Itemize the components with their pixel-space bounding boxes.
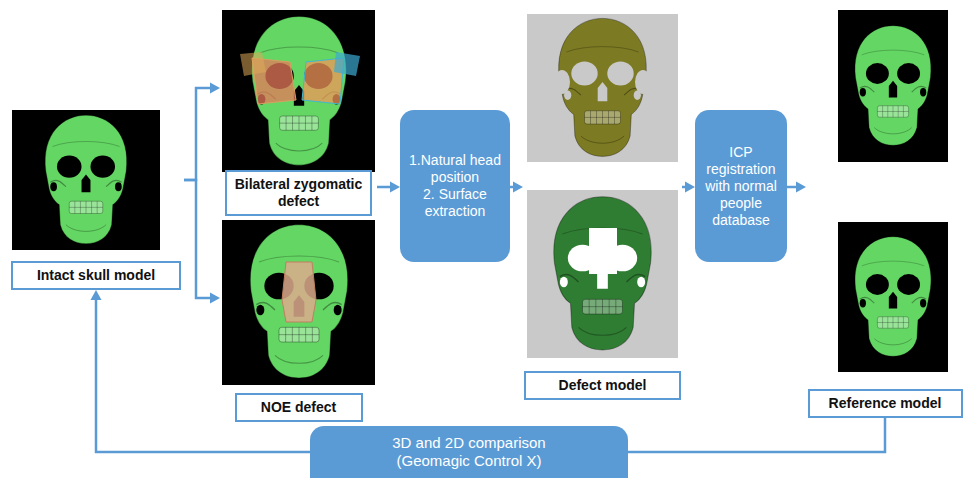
skull-image bbox=[855, 237, 931, 357]
label-box: Reference model bbox=[808, 389, 963, 418]
connector-line bbox=[377, 186, 390, 189]
skull-image bbox=[252, 17, 346, 166]
flow-arrow bbox=[377, 182, 400, 193]
skull-image bbox=[559, 18, 647, 156]
process-box: 3D and 2D comparison(Geomagic Control X) bbox=[310, 426, 628, 478]
label-box: Bilateral zygomatic defect bbox=[225, 170, 372, 216]
image-ground bbox=[222, 10, 375, 172]
skull-image bbox=[855, 26, 931, 146]
image-ground bbox=[222, 220, 375, 385]
caption-label: Defect model bbox=[532, 377, 673, 394]
caption-label: Reference model bbox=[816, 395, 955, 412]
skull-image bbox=[250, 225, 347, 378]
defect-overlay bbox=[282, 262, 316, 322]
image-panel: Bilateral zygomatic defect bbox=[220, 8, 377, 216]
process-box: ICP registration with normal people data… bbox=[695, 110, 787, 262]
process-box: 1.Natural head position2. Surface extrac… bbox=[400, 110, 510, 262]
arrow-head bbox=[685, 182, 695, 193]
flow-arrow bbox=[682, 182, 695, 193]
connector-line bbox=[510, 186, 513, 189]
label-box: Intact skull model bbox=[11, 261, 181, 290]
defect-hole bbox=[589, 228, 617, 274]
image-ground bbox=[12, 110, 160, 250]
image-panel: Reference model bbox=[806, 8, 964, 418]
step-text: 3D and 2D comparison bbox=[392, 434, 545, 452]
step-text: (Geomagic Control X) bbox=[396, 452, 541, 470]
connector-line bbox=[96, 300, 310, 452]
defect-hole bbox=[554, 70, 570, 94]
skull-image bbox=[45, 115, 127, 243]
flow-arrow bbox=[510, 182, 523, 193]
flow-arrow bbox=[628, 418, 885, 452]
image-panel: NOE defect bbox=[220, 218, 377, 422]
arrow-head bbox=[210, 293, 220, 304]
step-text: 2. Surface extraction bbox=[405, 186, 505, 220]
image-panel: Intact skull model bbox=[8, 108, 184, 290]
defect-overlay bbox=[240, 52, 266, 76]
label-box: Defect model bbox=[524, 371, 681, 400]
label-box: NOE defect bbox=[235, 393, 363, 422]
flow-arrow bbox=[91, 290, 311, 452]
image-panel: Defect model bbox=[523, 12, 682, 400]
image-ground bbox=[527, 14, 678, 162]
arrow-head bbox=[513, 182, 523, 193]
arrow-head bbox=[390, 182, 400, 193]
arrow-head bbox=[91, 290, 102, 300]
defect-overlay bbox=[334, 52, 360, 76]
step-text: 1.Natural head position bbox=[405, 152, 505, 186]
caption-label: Intact skull model bbox=[19, 267, 173, 284]
caption-label: NOE defect bbox=[243, 399, 355, 416]
connector-line bbox=[184, 88, 210, 180]
connector-line bbox=[787, 186, 796, 189]
image-ground bbox=[527, 190, 678, 358]
connector-line bbox=[682, 186, 685, 189]
caption-label: Bilateral zygomatic defect bbox=[233, 176, 364, 210]
skull-image bbox=[554, 197, 651, 350]
flow-arrow bbox=[184, 83, 220, 181]
flow-arrow bbox=[787, 182, 806, 193]
connector-line bbox=[184, 180, 210, 298]
connector-line bbox=[628, 418, 885, 452]
image-ground bbox=[838, 10, 948, 162]
flow-arrow bbox=[184, 180, 220, 304]
step-text: ICP registration with normal people data… bbox=[700, 144, 782, 229]
arrow-head bbox=[210, 83, 220, 94]
arrow-head bbox=[796, 182, 806, 193]
defect-hole bbox=[635, 70, 651, 94]
image-ground bbox=[838, 222, 948, 372]
